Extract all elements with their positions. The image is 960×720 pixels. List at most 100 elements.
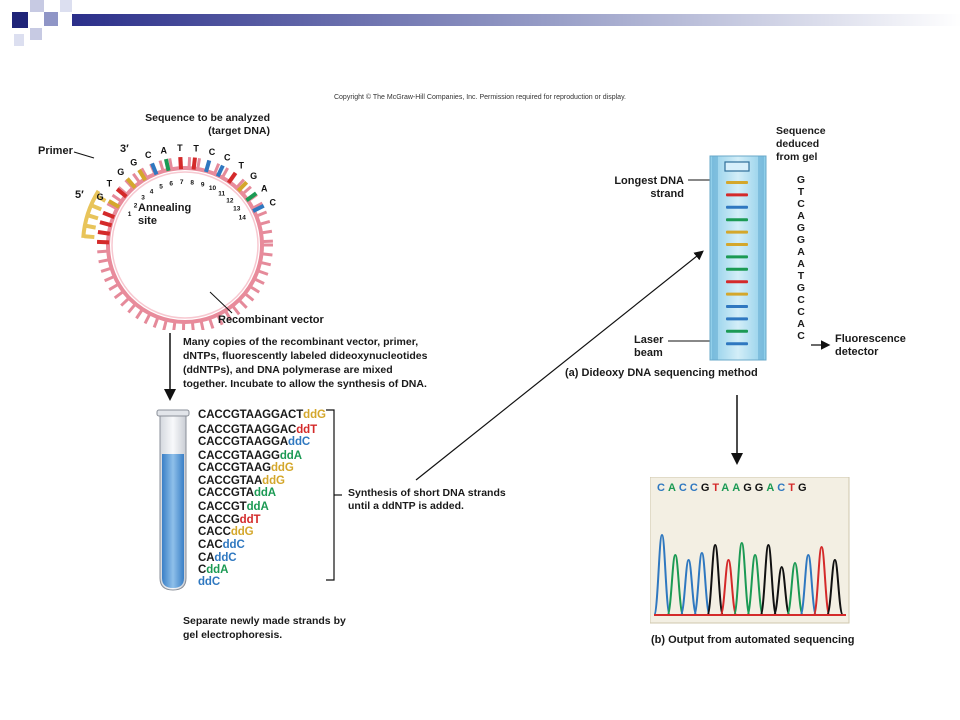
primer-backbone [81, 189, 101, 239]
trace-peak [679, 558, 698, 616]
primer-spoke [87, 213, 99, 221]
recombinant-vector-label: Recombinant vector [218, 314, 324, 326]
deduced-base: A [797, 246, 805, 258]
deduced-base: T [797, 186, 805, 198]
gel-caption: (a) Dideoxy DNA sequencing method [565, 367, 758, 379]
position-number: 4 [150, 188, 154, 195]
position-number: 5 [159, 184, 163, 191]
gel-band [726, 267, 748, 271]
annealing-spoke [102, 210, 116, 220]
deco-square-mid [44, 12, 58, 26]
trace-peak [772, 565, 791, 616]
target-base-letter: G [250, 171, 257, 181]
target-base-spoke [252, 203, 265, 213]
position-number: 11 [218, 191, 225, 198]
copyright-notice: Copyright © The McGraw-Hill Companies, I… [333, 94, 626, 101]
strand-ddntp: ddT [296, 424, 318, 436]
strand-line: CACCGTAAGGACTddG [198, 409, 326, 421]
trace-base-call: T [712, 482, 722, 494]
strand-line: CACCGTAAGddG [198, 462, 294, 474]
strand-line: CAddC [198, 552, 237, 564]
trace-peak [692, 551, 711, 616]
strand-line: CACCGTAAGGddA [198, 450, 302, 462]
gel-band [726, 230, 748, 234]
trace-base-call: A [721, 482, 733, 494]
trace-base-call: C [777, 482, 789, 494]
deco-square-dark [12, 12, 28, 28]
position-number: 7 [180, 179, 184, 186]
trace-base-call: A [667, 482, 679, 494]
slide-decoration [12, 0, 960, 46]
target-base-letter: T [238, 161, 244, 171]
trace-caption: (b) Output from automated sequencing [651, 634, 855, 646]
trace-base-call: A [732, 482, 744, 494]
deduced-base: T [797, 270, 805, 282]
strand-base: CAC [198, 539, 223, 551]
strand-base: CACCGTAA [198, 475, 263, 487]
trace-peak [666, 553, 685, 616]
strand-base: CACCGTA [198, 487, 254, 499]
gel-well [724, 161, 750, 172]
deduced-base: C [797, 294, 805, 306]
mix-description: Many copies of the recombinant vector, p… [183, 336, 428, 390]
sequence-deduced-label: Sequence deduced from gel [776, 125, 826, 163]
trace-base-call: C [657, 482, 668, 494]
annealing-spoke [97, 230, 111, 236]
target-base-letter: C [224, 153, 231, 163]
primer-leader-line [73, 151, 95, 159]
target-base-letter: C [269, 197, 276, 207]
trace-peak [706, 543, 725, 616]
strand-ddntp: ddC [222, 539, 245, 551]
deduced-base: C [797, 330, 805, 342]
deco-square-light [30, 0, 44, 12]
gel-band [726, 193, 748, 197]
annealing-site-label: Annealing site [138, 202, 192, 227]
trace-peak [746, 553, 765, 616]
gel-electrophoresis [709, 155, 767, 361]
strand-line: CACddC [198, 539, 245, 551]
strand-line: CACCGddT [198, 514, 261, 526]
trace-base-call: G [743, 482, 755, 494]
strand-base: CA [198, 552, 215, 564]
strand-ddntp: ddG [271, 462, 294, 474]
deco-square-pale3 [14, 34, 24, 46]
target-base-letter: T [107, 179, 113, 189]
target-base-letter: C [209, 147, 216, 157]
target-base-spoke [191, 157, 197, 170]
diagonal-arrow-to-gel [415, 250, 704, 481]
trace-peak [799, 553, 818, 616]
primer-spoke [91, 203, 103, 212]
target-base-letter: G [130, 157, 137, 167]
gel-band [726, 342, 748, 346]
position-number: 14 [239, 214, 247, 221]
three-prime-label: 3′ [120, 143, 129, 155]
position-number: 1 [128, 211, 132, 218]
deduced-base: G [796, 234, 806, 246]
trace-peak [732, 541, 751, 616]
gel-band [726, 317, 748, 321]
sequencing-trace [650, 477, 850, 624]
deco-square-pale2 [30, 28, 42, 40]
gel-band [726, 305, 748, 308]
trace-peak [653, 533, 671, 616]
target-base-letter: G [117, 167, 124, 177]
trace-peak [825, 558, 844, 616]
deduced-base: C [797, 306, 805, 318]
target-base-letter: A [161, 145, 168, 155]
position-number: 12 [226, 197, 234, 204]
target-base-spoke [245, 191, 258, 202]
deco-square-pale [60, 0, 72, 12]
deduced-base: A [797, 258, 805, 270]
fluorescence-detector-label: Fluorescence detector [835, 333, 906, 358]
strand-line: CACCGTddA [198, 501, 269, 513]
deduced-base: A [797, 318, 805, 330]
laser-beam-label: Laser beam [634, 334, 664, 359]
position-number: 2 [134, 202, 138, 209]
trace-base-call: C [678, 482, 690, 494]
trace-base-call: G [754, 482, 767, 494]
strand-line: CACCGTAAGGAddC [198, 436, 310, 448]
longest-strand-label: Longest DNA strand [614, 175, 684, 200]
